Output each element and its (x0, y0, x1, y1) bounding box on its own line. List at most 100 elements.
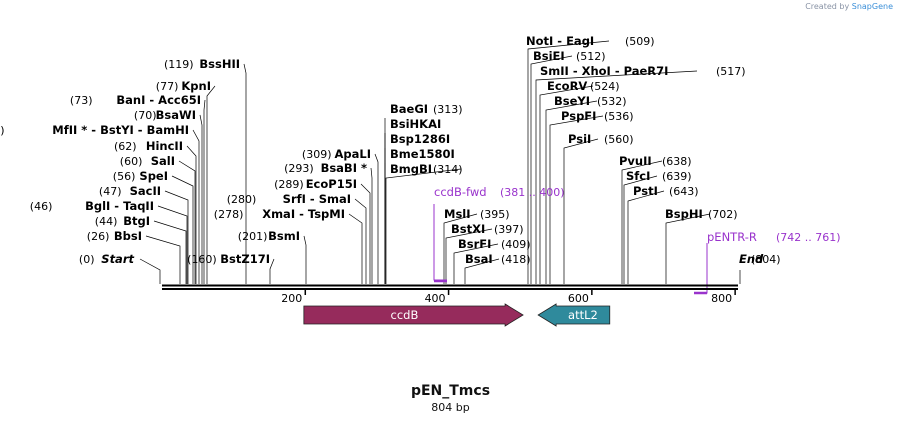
enzyme-position: (512) (576, 50, 606, 63)
enzyme-leader (665, 213, 711, 284)
enzyme-site: BspHI (702) (665, 207, 738, 284)
enzyme-site: BglI - TaqII (46) (30, 199, 188, 284)
enzyme-name: SrfI - SmaI (283, 192, 351, 206)
enzyme-leader (563, 138, 599, 284)
enzyme-name: PstI (633, 184, 658, 198)
enzyme-position: (418) (501, 253, 531, 266)
enzyme-position: (119) (164, 58, 194, 71)
enzyme-name: HincII (146, 139, 183, 153)
enzyme-name: Bsp1286I (390, 132, 450, 146)
enzyme-site: BsaBI *(293) (284, 161, 373, 284)
feature-arrow (303, 303, 524, 327)
enzyme-position: (77) (156, 80, 179, 93)
enzyme-name: BanI - Acc65I (116, 93, 201, 107)
enzyme-name: XmaI - TspMI (262, 207, 345, 221)
enzyme-name: KpnI (181, 79, 211, 93)
enzyme-name: BsaBI * (321, 161, 367, 175)
feature-arrow (537, 303, 611, 327)
enzyme-site: EcoRV(524) (539, 79, 620, 284)
enzyme-leader (269, 258, 275, 284)
enzyme-site: BtgI(44) (95, 214, 187, 284)
enzyme-leader (539, 85, 594, 284)
enzyme-position: (70) (134, 109, 157, 122)
enzyme-site: Bme1580I (384, 147, 455, 284)
features: ccdB attL2 (303, 303, 611, 327)
enzyme-position: (639) (662, 170, 692, 183)
enzyme-position: (46) (30, 200, 53, 213)
enzyme-site: PvuII(638) (619, 154, 692, 284)
feature-attl2: attL2 (537, 303, 611, 327)
enzyme-name: BssHII (199, 57, 240, 71)
enzyme-name: BstXI (451, 222, 485, 236)
enzyme-site: BsaI (418) (464, 252, 531, 284)
enzyme-leader (545, 100, 598, 284)
enzyme-leader (303, 235, 307, 284)
enzyme-name: PvuII (619, 154, 652, 168)
enzyme-name: BsaI (465, 252, 493, 266)
enzyme-site: BsiEI (512) (530, 49, 606, 284)
enzyme-position: (289) (274, 178, 304, 191)
enzyme-site: BbsI(26) (87, 229, 181, 284)
enzyme-name: PspFI (561, 109, 596, 123)
enzyme-site: BssHII (119) (164, 57, 247, 284)
enzyme-leader (178, 160, 196, 284)
enzyme-leader (360, 183, 371, 284)
enzyme-site: BsaWI(70) (134, 108, 203, 284)
enzyme-leader (621, 160, 663, 284)
primer-name: ccdB-fwd (434, 185, 487, 199)
enzyme-leader (206, 85, 216, 284)
enzyme-leader (453, 243, 499, 284)
enzyme-name: BstZ17I (220, 252, 270, 266)
enzyme-leader (171, 175, 194, 284)
primer-range: (742 .. 761) (776, 231, 841, 244)
enzyme-position: (60) (120, 155, 143, 168)
enzyme-position: (517) (716, 65, 746, 78)
primer-range: (381 .. 400) (500, 186, 565, 199)
enzyme-site: MslI(395) (443, 207, 510, 284)
enzyme-leader (464, 258, 500, 284)
enzyme-position: (509) (625, 35, 655, 48)
ruler-label: 800 (711, 292, 732, 305)
enzyme-site: SalI (60) (120, 154, 196, 284)
enzyme-name: BglI - TaqII (85, 199, 154, 213)
ruler-label: 400 (425, 292, 446, 305)
enzyme-name: SalI (151, 154, 175, 168)
enzyme-leader (157, 205, 188, 284)
enzyme-name: SpeI (139, 169, 168, 183)
enzyme-site: BstXI (397) (445, 222, 524, 284)
enzyme-name: BsiEI (533, 49, 565, 63)
enzyme-leader (348, 213, 363, 284)
enzyme-name: Start (101, 252, 134, 266)
enzyme-leader (139, 258, 161, 284)
enzyme-position: (313) (433, 103, 463, 116)
enzyme-site: PsiI(560) (563, 132, 634, 284)
ruler-label: 600 (568, 292, 589, 305)
enzyme-leader (192, 129, 200, 284)
enzyme-leader (354, 198, 367, 284)
enzyme-name: End (739, 252, 764, 266)
enzyme-site: HincII(62) (114, 139, 197, 284)
enzyme-name: BsrFI (458, 237, 491, 251)
feature-label: ccdB (391, 308, 419, 322)
enzyme-site: MfII * - BstYI - BamHI(67) (0, 123, 200, 284)
enzyme-position: (314) (433, 163, 463, 176)
enzyme-position: (397) (494, 223, 524, 236)
enzyme-leader (627, 190, 665, 284)
enzyme-leader (203, 99, 206, 284)
enzyme-name: EcoP15I (306, 177, 357, 191)
enzyme-name: NotI - EagI (526, 34, 594, 48)
feature-label: attL2 (568, 308, 598, 322)
enzyme-position: (280) (227, 193, 257, 206)
enzyme-site: BseYI(532) (545, 94, 627, 284)
enzyme-leader (535, 70, 698, 284)
enzyme-name: BtgI (123, 214, 150, 228)
enzyme-name: BseYI (554, 94, 590, 108)
enzyme-position: (643) (669, 185, 699, 198)
enzyme-name: BspHI (665, 207, 703, 221)
enzyme-position: (702) (708, 208, 738, 221)
enzyme-leader (549, 115, 604, 284)
enzyme-name: MfII * - BstYI - BamHI (52, 123, 189, 137)
enzyme-position: (409) (501, 238, 531, 251)
